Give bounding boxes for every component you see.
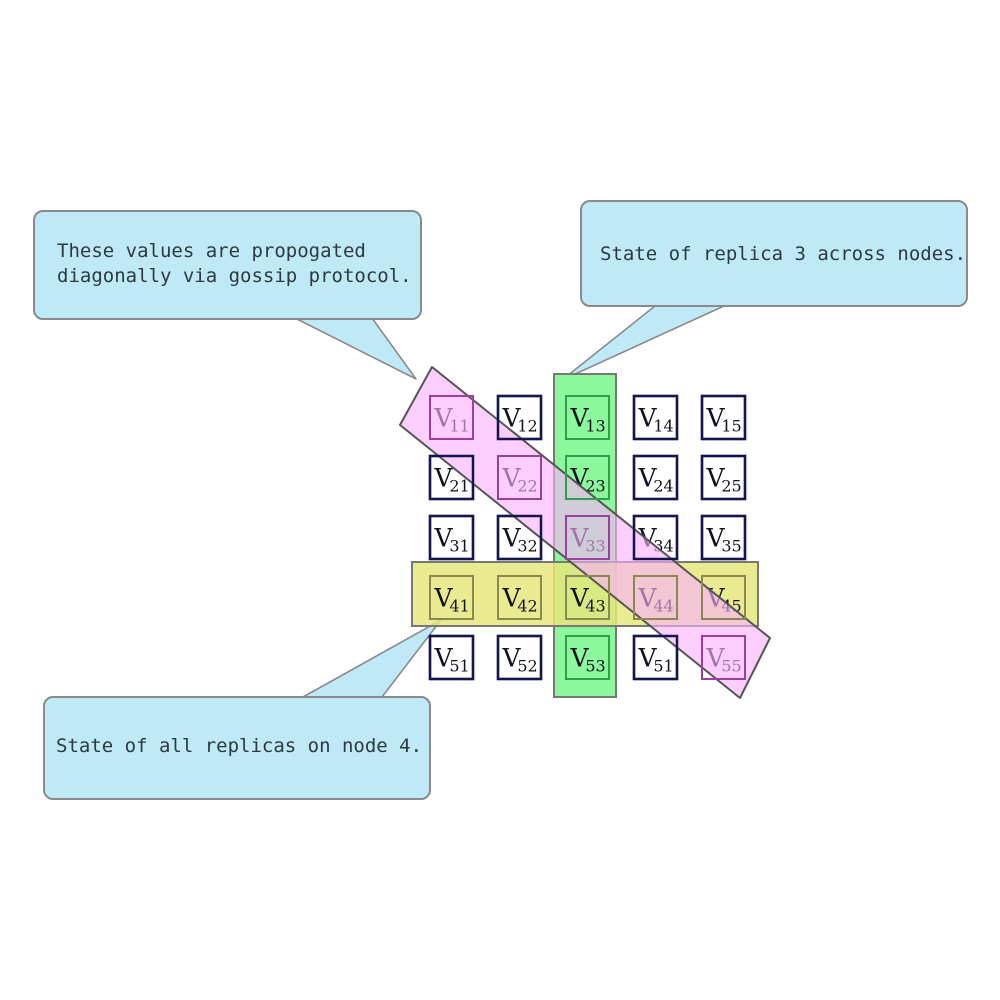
cell-box-outline <box>700 394 747 441</box>
matrix-cell-v24[interactable]: V24 <box>632 454 679 501</box>
cell-box-outline <box>565 395 610 440</box>
cell-label-subscript: 23 <box>585 477 605 496</box>
callout-gossip-diagonal-line: These values are propogated <box>57 240 366 262</box>
cell-box-outline <box>497 575 542 620</box>
callout-replica-3-line: State of replica 3 across nodes. <box>600 243 966 265</box>
cell-label-subscript: 31 <box>449 537 469 556</box>
callout-gossip-diagonal-tail <box>294 317 417 380</box>
cell-label-subscript: 15 <box>721 417 741 436</box>
cell-box-outline <box>496 514 543 561</box>
cell-box-outline <box>428 454 475 501</box>
cell-label-subscript: 41 <box>449 597 469 616</box>
cell-label-base: V <box>501 404 521 433</box>
cell-box-outline <box>632 394 679 441</box>
cell-label-subscript: 42 <box>517 597 537 616</box>
cell-box-outline <box>632 454 679 501</box>
cell-label-subscript: 52 <box>517 657 537 676</box>
callout-gossip-diagonal-line: diagonally via gossip protocol. <box>57 265 412 287</box>
cell-label-base: V <box>501 524 521 553</box>
callout-gossip-diagonal-box <box>33 210 422 320</box>
cell-label-base: V <box>705 524 725 553</box>
cell-label-base: V <box>433 464 453 493</box>
callout-node-4: State of all replicas on node 4. <box>43 696 431 800</box>
cell-box-outline <box>632 514 679 561</box>
callout-node-4-box <box>43 696 431 800</box>
callout-replica-3-box <box>580 200 968 307</box>
cell-label-base: V <box>637 404 657 433</box>
cell-label-subscript: 32 <box>517 537 537 556</box>
cell-label-subscript: 51 <box>449 657 469 676</box>
cell-box-outline <box>565 515 610 560</box>
cell-box-outline <box>700 514 747 561</box>
cell-label-subscript: 24 <box>653 477 673 496</box>
callout-node-4-line: State of all replicas on node 4. <box>56 735 422 757</box>
cell-box-outline <box>565 455 610 500</box>
cell-label-base: V <box>501 584 521 613</box>
matrix-cell-v15[interactable]: V15 <box>700 394 747 441</box>
cell-label-base: V <box>569 644 589 673</box>
cell-label-base: V <box>569 584 589 613</box>
cell-box-outline <box>429 395 474 440</box>
cell-label-subscript: 12 <box>517 417 537 436</box>
cell-label-base: V <box>637 464 657 493</box>
cell-box-outline <box>701 575 746 620</box>
cell-label-base: V <box>433 644 453 673</box>
cell-label-subscript: 51 <box>653 657 673 676</box>
matrix-cell-v13[interactable]: V13 <box>565 395 610 440</box>
callout-node-4-tail <box>302 619 442 698</box>
cell-label-base: V <box>705 464 725 493</box>
cell-box-outline <box>496 394 543 441</box>
cell-label-base: V <box>433 524 453 553</box>
cell-box-outline <box>428 634 475 681</box>
cell-label-base: V <box>637 644 657 673</box>
highlight-bands-overlay-layer <box>399 366 771 699</box>
cell-label-base: V <box>569 404 589 433</box>
cell-box-outline <box>565 635 610 680</box>
matrix-cell-v25[interactable]: V25 <box>700 454 747 501</box>
cell-box-outline <box>429 575 474 620</box>
callout-gossip-diagonal: These values are propogated diagonally vi… <box>33 210 422 320</box>
cell-label-subscript: 13 <box>585 417 605 436</box>
cell-box-outline <box>701 635 746 680</box>
cell-box-outline <box>497 455 542 500</box>
cell-box-outline <box>700 454 747 501</box>
matrix-cell-v35[interactable]: V35 <box>700 514 747 561</box>
cell-label-subscript: 53 <box>585 657 605 676</box>
matrix-cell-v51[interactable]: V51 <box>428 634 475 681</box>
cell-box-outline <box>565 575 610 620</box>
cell-label-base: V <box>705 404 725 433</box>
cell-label-base: V <box>501 644 521 673</box>
cell-label-base: V <box>433 584 453 613</box>
cell-box <box>700 454 747 501</box>
cell-box-outline <box>428 514 475 561</box>
cell-label-subscript: 25 <box>721 477 741 496</box>
cell-box-outline <box>633 575 678 620</box>
matrix-cell-v14[interactable]: V14 <box>632 394 679 441</box>
cell-box-outline <box>496 634 543 681</box>
cell-label-subscript: 43 <box>585 597 605 616</box>
cell-label-subscript: 35 <box>721 537 741 556</box>
callout-boxes-layer: These values are propogated diagonally vi… <box>33 200 968 800</box>
cell-label-subscript: 14 <box>653 417 673 436</box>
cell-box-outline <box>632 634 679 681</box>
callout-replica-3: State of replica 3 across nodes. <box>580 200 968 307</box>
callout-replica-3-tail <box>561 305 725 381</box>
matrix-cell-v52[interactable]: V52 <box>496 634 543 681</box>
matrix-cell-v31[interactable]: V31 <box>428 514 475 561</box>
cell-label-subscript: 21 <box>449 477 469 496</box>
